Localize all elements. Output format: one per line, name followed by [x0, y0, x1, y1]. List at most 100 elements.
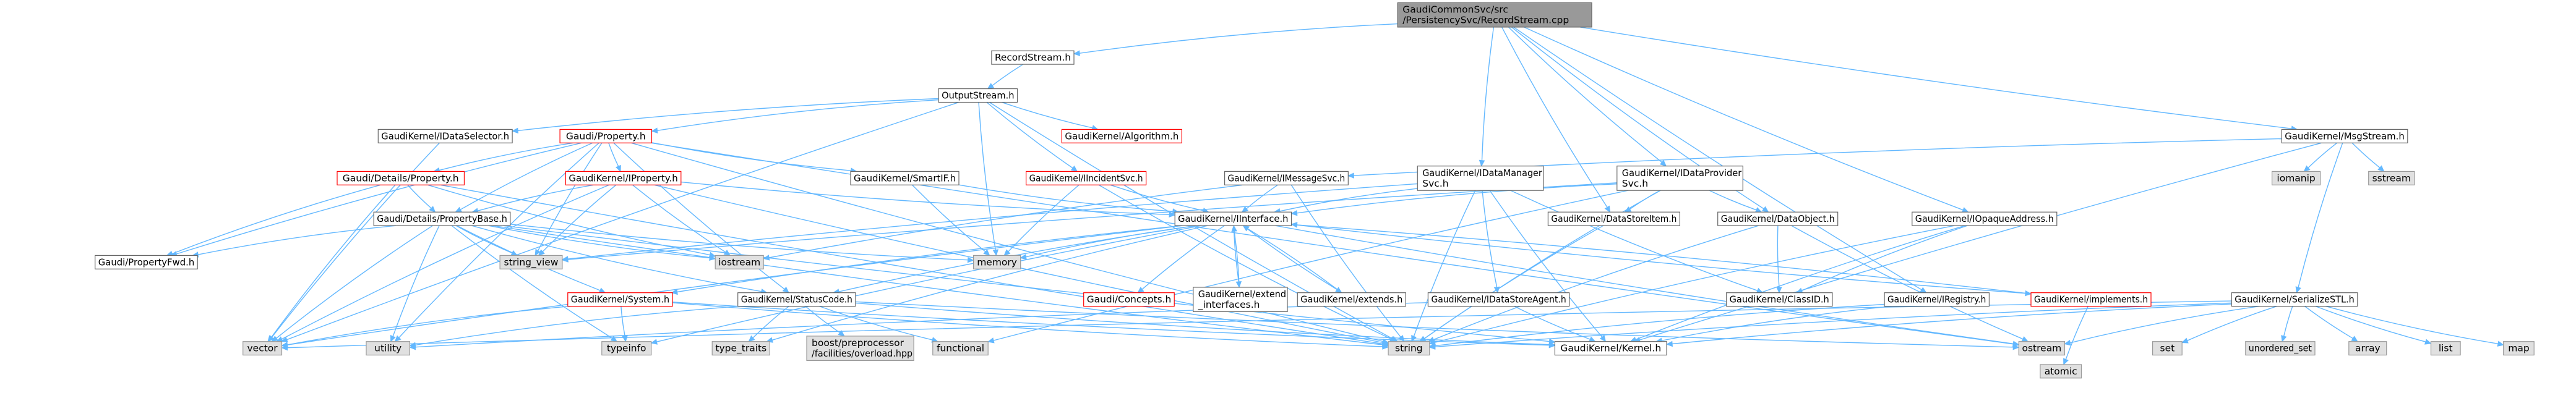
node-label-PropertyFwd: Gaudi/PropertyFwd.h: [98, 256, 195, 268]
node-IDataSelector[interactable]: GaudiKernel/IDataSelector.h: [377, 129, 513, 143]
node-box-IRegistry: [1884, 292, 1990, 307]
node-PropertyFwd[interactable]: Gaudi/PropertyFwd.h: [95, 255, 198, 269]
edge-PropertyBase-to-Kernel: [503, 225, 1550, 342]
node-implements[interactable]: GaudiKernel/implements.h: [2030, 292, 2152, 307]
node-SerializeSTL[interactable]: GaudiKernel/SerializeSTL.h: [2231, 292, 2358, 307]
arrowhead-PropertyBase-to-typeinfo: [610, 336, 618, 342]
node-IProperty[interactable]: GaudiKernel/IProperty.h: [565, 171, 682, 185]
node-label-list: list: [2439, 343, 2453, 354]
edge-IIncidentSvc-to-IInterface: [1110, 184, 1204, 211]
node-box-DataStoreItem: [1547, 211, 1680, 226]
edge-extend_interfaces-to-IInterface: [1234, 231, 1240, 287]
edge-PropertyBase-to-StatusCode: [471, 225, 762, 292]
arrowhead-root-to-DataObject: [1761, 206, 1769, 213]
node-typeinfo: typeinfo: [601, 341, 652, 356]
node-extend_interfaces[interactable]: GaudiKernel/extend_interfaces.h: [1193, 287, 1288, 312]
node-label-IDataSelector: GaudiKernel/IDataSelector.h: [381, 130, 509, 142]
node-DataObject[interactable]: GaudiKernel/DataObject.h: [1717, 211, 1839, 226]
node-ClassID[interactable]: GaudiKernel/ClassID.h: [1726, 292, 1833, 307]
edge-IOpaqueAddress-to-string: [1435, 225, 1955, 343]
node-Kernel[interactable]: GaudiKernel/Kernel.h: [1554, 341, 1667, 356]
node-box-IOpaqueAddress: [1912, 211, 2058, 226]
node-box-SerializeSTL: [2231, 292, 2358, 307]
arrowhead-SerializeSTL-to-list: [2424, 339, 2432, 345]
arrowhead-IDataProviderSvc-to-DataObject: [1754, 207, 1762, 213]
node-label-set: set: [2160, 343, 2175, 354]
node-label-memory: memory: [977, 256, 1017, 268]
node-box-set: [2152, 341, 2183, 356]
node-label-string: string: [1395, 343, 1423, 354]
arrowhead-implements-to-IInterface: [1290, 222, 1298, 228]
node-box-IMessageSvc: [1224, 171, 1349, 185]
node-label-IRegistry: GaudiKernel/IRegistry.h: [1887, 294, 1986, 305]
edge-PropertyBase-to-utility: [392, 225, 440, 337]
arrowhead-Property-to-utility: [394, 335, 401, 342]
arrowhead-IProperty-to-string_view: [538, 249, 545, 256]
node-IMessageSvc[interactable]: GaudiKernel/IMessageSvc.h: [1224, 171, 1349, 185]
node-extends[interactable]: GaudiKernel/extends.h: [1297, 292, 1406, 307]
arrowhead-PropertyBase-to-utility: [390, 335, 396, 342]
node-box-DetailsProperty: [337, 171, 465, 185]
node-IDataStoreAgent[interactable]: GaudiKernel/IDataStoreAgent.h: [1427, 292, 1570, 307]
node-StatusCode[interactable]: GaudiKernel/StatusCode.h: [737, 292, 856, 307]
edge-IDataManagerSvc-to-string_view: [567, 183, 1418, 260]
edge-SerializeSTL-to-map: [2325, 305, 2499, 344]
node-list: list: [2430, 341, 2461, 356]
edge-IIncidentSvc-to-memory: [1008, 184, 1080, 252]
node-Concepts[interactable]: Gaudi/Concepts.h: [1083, 292, 1175, 307]
edge-SerializeSTL-to-ostream: [2070, 305, 2260, 344]
arrowhead-IDataManagerSvc-to-Kernel: [1599, 335, 1607, 342]
node-System[interactable]: GaudiKernel/System.h: [567, 292, 673, 307]
edge-MsgStream-to-SerializeSTL: [2298, 143, 2343, 288]
node-label-typeinfo: typeinfo: [607, 343, 646, 354]
arrowhead-root-to-IDataManagerSvc: [1479, 159, 1485, 167]
edge-IRegistry-to-Kernel: [1661, 305, 1892, 341]
node-DataStoreItem[interactable]: GaudiKernel/DataStoreItem.h: [1547, 211, 1680, 226]
arrowhead-IDataProviderSvc-to-functional: [987, 337, 995, 344]
edge-IInterface-to-vector: [287, 225, 1183, 345]
node-PropertyBase[interactable]: Gaudi/Details/PropertyBase.h: [373, 211, 511, 226]
node-iomanip: iomanip: [2272, 171, 2321, 185]
node-DetailsProperty[interactable]: Gaudi/Details/Property.h: [337, 171, 465, 185]
node-MsgStream[interactable]: GaudiKernel/MsgStream.h: [2281, 129, 2408, 143]
node-label-StatusCode: GaudiKernel/StatusCode.h: [741, 294, 852, 305]
node-box-OutputStream: [938, 88, 1018, 103]
node-label-extend_interfaces: GaudiKernel/extend: [1198, 289, 1286, 300]
node-SmartIF[interactable]: GaudiKernel/SmartIF.h: [850, 171, 960, 185]
node-OutputStream[interactable]: OutputStream.h: [938, 88, 1018, 103]
node-label-root: GaudiCommonSvc/src: [1402, 4, 1508, 15]
edge-System-to-string: [672, 302, 1383, 347]
arrowhead-IOpaqueAddress-to-ClassID: [1795, 287, 1803, 294]
edge-MsgStream-to-sstream: [2351, 142, 2381, 168]
edge-PropertyBase-to-typeinfo: [451, 225, 613, 339]
node-RecordStream[interactable]: RecordStream.h: [991, 50, 1075, 65]
node-box-Kernel: [1554, 341, 1667, 356]
arrowhead-SerializeSTL-to-unordered_set: [2281, 335, 2287, 342]
node-IIncidentSvc[interactable]: GaudiKernel/IIncidentSvc.h: [1025, 171, 1147, 185]
node-Property[interactable]: Gaudi/Property.h: [559, 129, 653, 143]
edge-IMessageSvc-to-iostream: [768, 184, 1243, 258]
node-box-sstream: [2368, 171, 2415, 185]
edge-DetailsProperty-to-PropertyBase: [407, 184, 432, 209]
arrowhead-IDataStoreAgent-to-utility: [409, 344, 416, 350]
edge-IOpaqueAddress-to-Kernel: [1635, 225, 1965, 340]
edge-Property-to-StatusCode: [613, 142, 785, 290]
node-IOpaqueAddress[interactable]: GaudiKernel/IOpaqueAddress.h: [1912, 211, 2058, 226]
node-label-RecordStream: RecordStream.h: [995, 52, 1071, 63]
node-set: set: [2152, 341, 2183, 356]
arrowhead-StatusCode-to-Kernel: [1548, 341, 1556, 348]
node-root[interactable]: GaudiCommonSvc/src/PersistencySvc/Record…: [1397, 2, 1592, 28]
node-IRegistry[interactable]: GaudiKernel/IRegistry.h: [1884, 292, 1990, 307]
node-IInterface[interactable]: GaudiKernel/IInterface.h: [1174, 211, 1292, 226]
edge-StatusCode-to-boost_overload: [805, 306, 841, 333]
edge-MsgStream-to-iomanip: [2308, 142, 2337, 169]
node-boost_overload: boost/preprocessor/facilities/overload.h…: [806, 336, 914, 361]
arrowhead-SerializeSTL-to-map: [2497, 340, 2504, 347]
node-label-MsgStream: GaudiKernel/MsgStream.h: [2285, 130, 2405, 142]
node-label-map: map: [2508, 343, 2529, 354]
arrowhead-SerializeSTL-to-vector: [281, 344, 288, 351]
node-Algorithm[interactable]: GaudiKernel/Algorithm.h: [1061, 129, 1183, 143]
edge-root-to-IDataManagerSvc: [1481, 27, 1495, 161]
